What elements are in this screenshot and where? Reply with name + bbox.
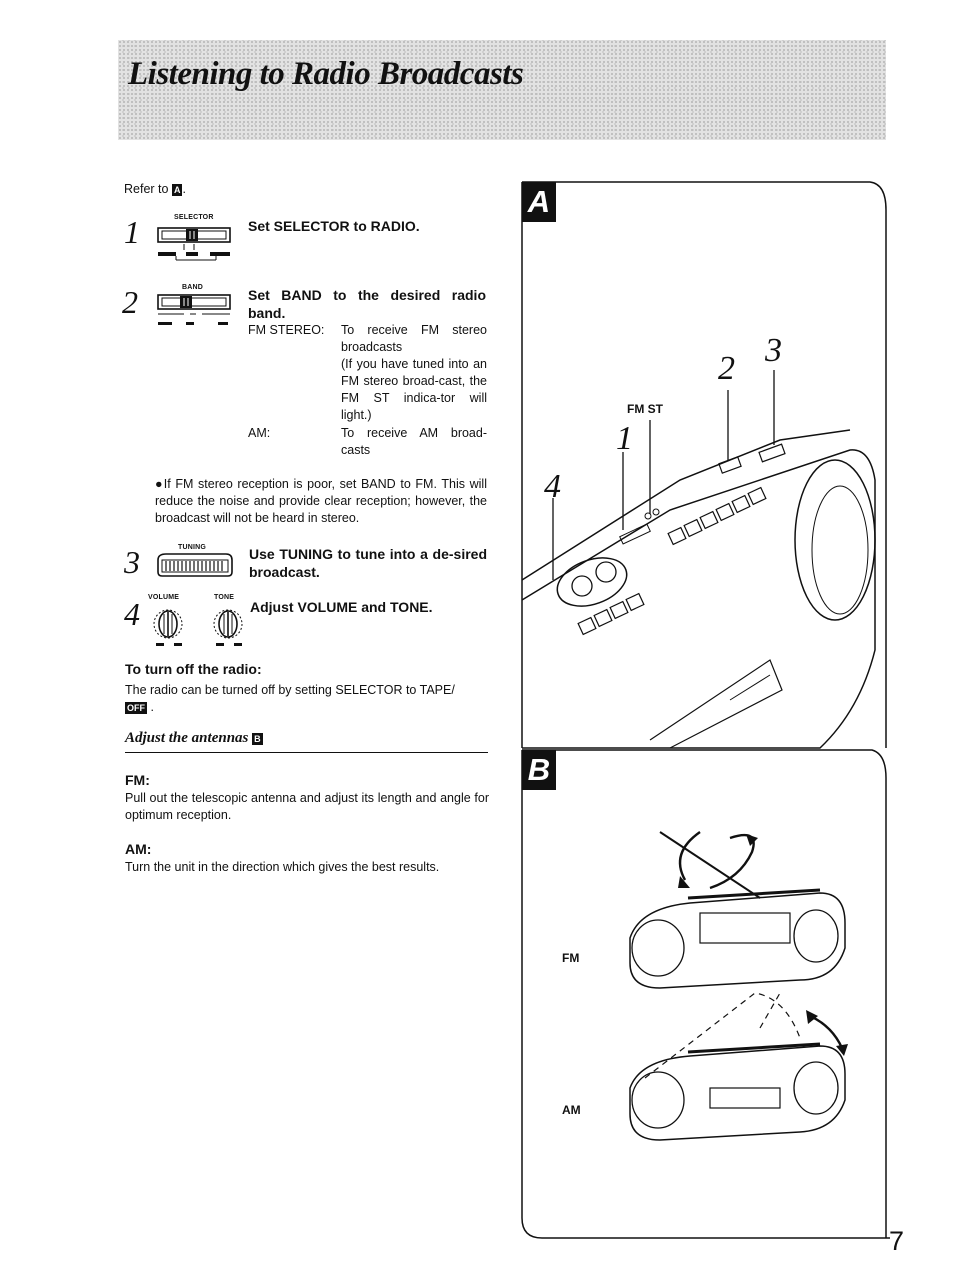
page-title: Listening to Radio Broadcasts: [128, 56, 524, 92]
figure-b-letter: B: [522, 750, 556, 790]
callout-1: 1: [616, 420, 633, 457]
volume-tone-knobs-icon: VOLUME TONE: [142, 594, 248, 650]
am-desc: To receive AM broad-casts: [341, 426, 487, 457]
antenna-adjust-illustration: [521, 749, 890, 1239]
antennas-heading-text: Adjust the antennas: [125, 730, 249, 746]
step-1-text: Set SELECTOR to RADIO.: [248, 218, 420, 234]
band-switch-icon: BAND: [156, 284, 236, 330]
turn-off-body: The radio can be turned off by setting S…: [125, 683, 455, 697]
callout-3: 3: [765, 332, 782, 369]
figure-a-letter: A: [522, 182, 556, 222]
fm-st-label: FM ST: [627, 402, 663, 416]
callout-4: 4: [544, 468, 561, 505]
page-number: 7: [889, 1226, 905, 1256]
refer-dot: .: [182, 182, 186, 196]
selector-icon-label: SELECTOR: [174, 214, 214, 221]
am-heading: AM:: [125, 841, 152, 857]
step-2-number: 2: [122, 284, 138, 320]
am-position-label: AM: [562, 1103, 581, 1117]
step-4-text: Adjust VOLUME and TONE.: [250, 599, 433, 615]
title-banner: [118, 40, 886, 140]
tuning-dial-icon: TUNING: [156, 544, 236, 578]
step-4-number: 4: [124, 596, 140, 632]
am-label: AM:: [248, 426, 271, 440]
step-1-number: 1: [124, 214, 140, 250]
figure-b-tag: B: [252, 732, 263, 745]
callout-2: 2: [718, 350, 735, 387]
fm-heading: FM:: [125, 772, 150, 788]
turn-off-text: The radio can be turned off by setting S…: [125, 682, 490, 716]
fm-stereo-desc-1: To receive FM stereo broadcasts: [341, 323, 487, 354]
boombox-controls-illustration: [521, 181, 887, 749]
tone-icon-label: TONE: [214, 594, 235, 601]
stereo-note: ●If FM stereo reception is poor, set BAN…: [155, 477, 487, 525]
fm-stereo-desc: To receive FM stereo broadcasts (If you …: [341, 322, 487, 424]
step-2-text: Set BAND to the desired radio band.: [248, 287, 486, 321]
fm-stereo-desc-2: (If you have tuned into an FM stereo bro…: [341, 357, 487, 422]
figure-b: B FM AM: [520, 748, 890, 1241]
tuning-icon-label: TUNING: [178, 544, 207, 551]
turn-off-dot: .: [150, 700, 154, 714]
fm-position-label: FM: [562, 951, 580, 965]
figure-a: A FM ST 1 2 3 4: [520, 180, 890, 750]
off-tag: OFF: [125, 701, 147, 714]
refer-line: Refer to A.: [124, 181, 186, 198]
step-3-text: Use TUNING to tune into a de-sired broad…: [249, 546, 487, 580]
band-icon-label: BAND: [182, 284, 204, 291]
section-rule: [125, 752, 488, 753]
am-text: Turn the unit in the direction which giv…: [125, 860, 440, 874]
step-3-number: 3: [124, 544, 140, 580]
volume-icon-label: VOLUME: [148, 594, 180, 601]
refer-text: Refer to: [124, 182, 169, 196]
selector-switch-icon: SELECTOR: [156, 214, 236, 264]
fm-text: Pull out the telescopic antenna and adju…: [125, 791, 489, 822]
fm-stereo-label: FM STEREO:: [248, 323, 325, 337]
figure-a-tag: A: [171, 183, 183, 196]
antennas-heading: Adjust the antennas B: [125, 730, 263, 747]
turn-off-heading: To turn off the radio:: [125, 661, 262, 677]
